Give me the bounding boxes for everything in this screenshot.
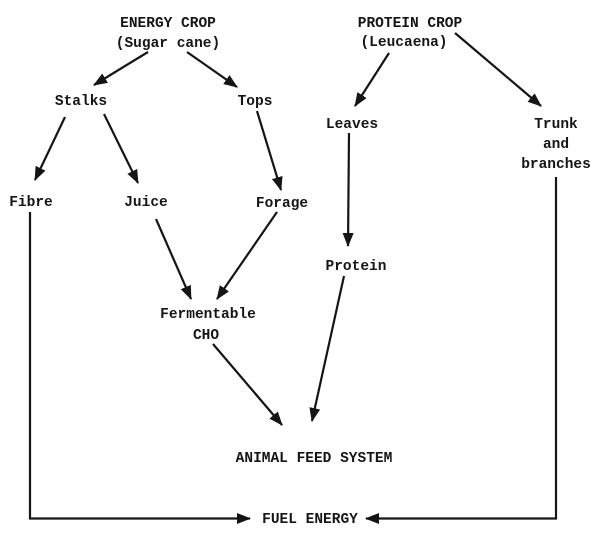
edge-forage-to-fermentable xyxy=(216,211,278,300)
node-protein-crop-title: PROTEIN CROP xyxy=(358,16,463,32)
node-fermentable-line2: CHO xyxy=(193,328,219,344)
node-leaves: Leaves xyxy=(326,117,378,133)
node-fuel-energy: FUEL ENERGY xyxy=(262,512,358,528)
node-fermentable-line1: Fermentable xyxy=(160,307,256,323)
node-energy-crop-subtitle: (Sugar cane) xyxy=(116,36,220,52)
node-trunk-line1: Trunk xyxy=(534,117,578,133)
node-trunk-line2: and xyxy=(543,137,569,153)
edge-protein-to-animal-feed xyxy=(309,275,346,422)
node-stalks: Stalks xyxy=(55,94,107,110)
node-animal-feed-system: ANIMAL FEED SYSTEM xyxy=(236,451,393,467)
node-energy-crop-title: ENERGY CROP xyxy=(120,16,216,32)
edge-fibre-to-fuel-energy xyxy=(28,212,251,524)
node-protein-crop-subtitle: (Leucaena) xyxy=(360,35,447,51)
edge-juice-to-fermentable xyxy=(154,218,193,300)
node-protein: Protein xyxy=(326,259,387,275)
edge-fermentable-to-animal-feed xyxy=(212,343,283,426)
node-trunk-line3: branches xyxy=(521,157,591,173)
edge-leaves-to-protein xyxy=(342,132,354,247)
edge-protein-crop-to-trunk xyxy=(454,32,542,107)
edge-trunk-to-fuel-energy xyxy=(365,177,558,524)
edge-stalks-to-juice xyxy=(103,113,139,184)
node-tops: Tops xyxy=(238,94,273,110)
edge-protein-crop-to-leaves xyxy=(354,52,390,107)
node-juice: Juice xyxy=(124,195,168,211)
edge-tops-to-forage xyxy=(255,110,283,191)
node-fibre: Fibre xyxy=(9,195,53,211)
edge-stalks-to-fibre xyxy=(34,116,66,181)
edge-energy-crop-to-tops xyxy=(186,51,238,88)
edge-energy-crop-to-stalks xyxy=(93,51,149,86)
node-forage: Forage xyxy=(256,196,308,212)
